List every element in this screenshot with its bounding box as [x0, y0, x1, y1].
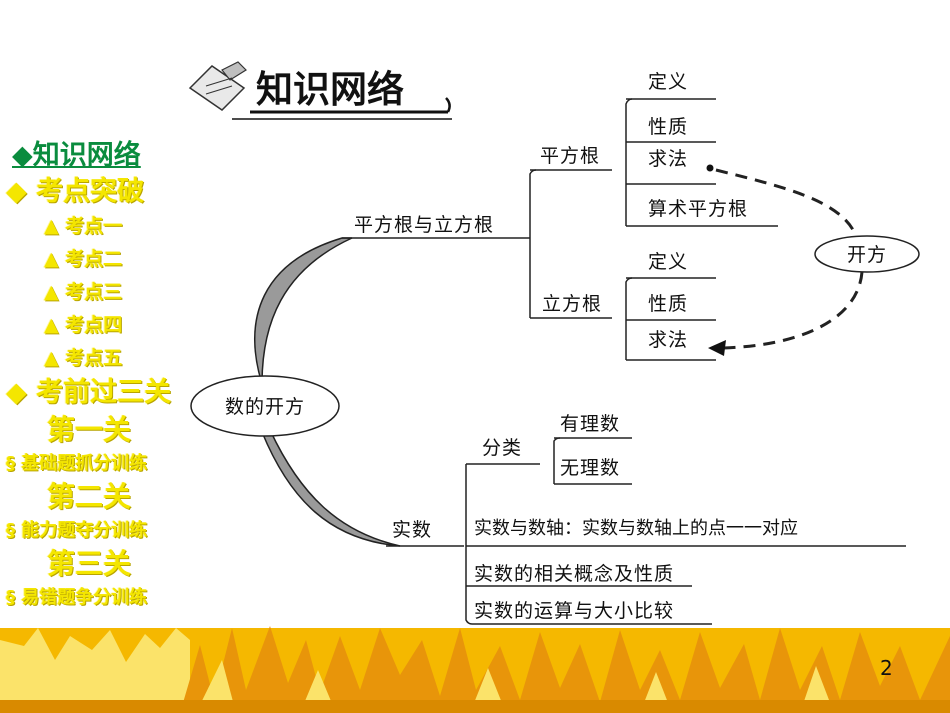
root-label: 数的开方	[225, 396, 305, 418]
sidebar-item-11[interactable]: 第二关	[46, 480, 131, 513]
branch-real-numbers: 实数	[392, 519, 432, 541]
node-cube-root: 立方根	[542, 293, 602, 315]
heading-title: 知识网络	[256, 68, 404, 111]
link-dashed-lower	[721, 271, 864, 350]
sidebar-item-12[interactable]: § 能力题夺分训练	[6, 520, 148, 541]
link-node	[814, 235, 920, 273]
node-square-root: 平方根	[540, 145, 600, 167]
link-dashed-upper	[715, 168, 858, 237]
root-node	[190, 375, 340, 437]
sidebar-item-6[interactable]: ▲ 考点四	[44, 314, 123, 336]
sidebar-item-8[interactable]: ◆ 考前过三关	[6, 377, 172, 408]
real-operations: 实数的运算与大小比较	[474, 600, 674, 622]
real-concepts: 实数的相关概念及性质	[474, 562, 674, 585]
sidebar-item-7[interactable]: ▲ 考点五	[44, 347, 123, 369]
sq-arithmetic-root: 算术平方根	[648, 198, 748, 220]
node-classification: 分类	[482, 437, 522, 459]
cube-method: 求法	[648, 329, 688, 351]
branch-square-cube-root: 平方根与立方根	[354, 214, 494, 236]
sq-method: 求法	[648, 148, 688, 170]
ribbon-lower	[260, 429, 401, 547]
sidebar-item-13[interactable]: 第三关	[46, 547, 131, 580]
sidebar-item-1[interactable]: ◆知识网络	[12, 140, 141, 171]
page-number: 2	[880, 656, 893, 680]
sidebar-nav: ◆知识网络 ◆ 考点突破 ▲ 考点一 ▲ 考点二 ▲ 考点三 ▲ 考点四 ▲ 考点五 ◆ 考前…	[0, 138, 178, 612]
sidebar-item-9[interactable]: 第一关	[46, 413, 131, 446]
sidebar-item-4[interactable]: ▲ 考点二	[44, 248, 123, 270]
ribbon-upper	[254, 237, 353, 385]
real-number-line: 实数与数轴：实数与数轴上的点一一对应	[474, 518, 798, 539]
cube-property: 性质	[648, 293, 688, 315]
heading-pencil-icon	[188, 61, 247, 111]
sidebar-item-5[interactable]: ▲ 考点三	[44, 281, 123, 303]
rational-numbers: 有理数	[560, 413, 620, 435]
sq-definition: 定义	[648, 71, 688, 93]
sidebar-item-14[interactable]: § 易错题争分训练	[6, 587, 148, 608]
arrowhead-icon	[708, 340, 726, 356]
irrational-numbers: 无理数	[560, 457, 620, 479]
sq-property: 性质	[648, 116, 688, 138]
sidebar-item-2[interactable]: ◆ 考点突破	[6, 176, 145, 207]
cube-definition: 定义	[648, 251, 688, 273]
sidebar-item-10[interactable]: § 基础题抓分训练	[6, 453, 148, 474]
sidebar-item-3[interactable]: ▲ 考点一	[44, 215, 123, 237]
link-label: 开方	[847, 244, 887, 266]
